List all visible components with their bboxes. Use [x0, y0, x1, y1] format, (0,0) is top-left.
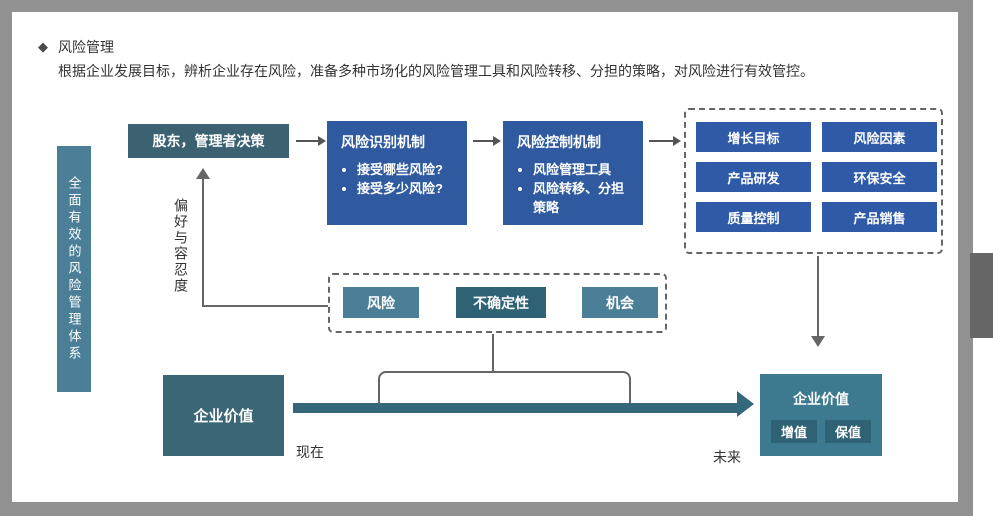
- risk-box: 风险: [343, 287, 419, 318]
- list-item: 风险转移、分担策略: [533, 179, 635, 217]
- down-arrow-head-icon: [811, 336, 825, 347]
- value-preserve-tag: 保值: [825, 420, 871, 443]
- business-areas-grid: 增长目标 风险因素 产品研发 环保安全 质量控制 产品销售: [696, 122, 941, 232]
- business-areas-panel: 增长目标 风险因素 产品研发 环保安全 质量控制 产品销售: [684, 108, 943, 254]
- preference-connector-line: [202, 305, 328, 307]
- enterprise-value-future-box: 企业价值 增值 保值: [760, 374, 882, 456]
- opportunity-box: 机会: [582, 287, 658, 318]
- framework-vertical-bar: 全面有效的风险管理体系: [57, 146, 91, 392]
- timeline-arrow-head-icon: [737, 391, 754, 417]
- business-area-box: 增长目标: [696, 122, 811, 152]
- up-arrow-head-icon: [196, 168, 210, 179]
- list-item: 接受哪些风险?: [357, 160, 459, 179]
- risk-control-title: 风险控制机制: [517, 134, 601, 150]
- flow-arrow-line: [296, 140, 318, 142]
- value-tags-row: 增值 保值: [760, 420, 882, 443]
- value-appreciate-tag: 增值: [771, 420, 817, 443]
- label-future: 未来: [713, 449, 741, 465]
- decision-box: 股东，管理者决策: [128, 124, 289, 158]
- enterprise-value-now-box: 企业价值: [163, 375, 284, 456]
- business-area-box: 质量控制: [696, 202, 811, 232]
- business-area-box: 产品销售: [822, 202, 937, 232]
- flow-arrow-line: [649, 140, 673, 142]
- risk-control-box: 风险控制机制 风险管理工具 风险转移、分担策略: [503, 121, 643, 225]
- risk-identify-list: 接受哪些风险? 接受多少风险?: [357, 160, 459, 198]
- risk-identify-box: 风险识别机制 接受哪些风险? 接受多少风险?: [327, 121, 467, 225]
- connector-bracket: [378, 371, 631, 404]
- list-item: 风险管理工具: [533, 160, 635, 179]
- page-title: 风险管理: [58, 39, 114, 55]
- uncertainty-connector-line: [492, 334, 494, 371]
- label-now: 现在: [296, 444, 324, 460]
- flow-arrow-head-icon: [673, 136, 681, 146]
- page-description: 根据企业发展目标，辨析企业存在风险，准备多种市场化的风险管理工具和风险转移、分担…: [58, 63, 814, 79]
- risk-identify-title: 风险识别机制: [341, 134, 425, 150]
- flow-arrow-line: [473, 140, 493, 142]
- scrollbar-thumb[interactable]: [970, 253, 993, 338]
- business-area-box: 环保安全: [822, 162, 937, 192]
- business-area-box: 产品研发: [696, 162, 811, 192]
- preference-tolerance-label: 偏好与容忍度: [173, 198, 189, 294]
- timeline-arrow-bar: [293, 403, 737, 413]
- up-arrow-line: [202, 179, 204, 307]
- uncertainty-panel: [328, 273, 667, 333]
- down-arrow-line: [817, 256, 819, 336]
- flow-arrow-head-icon: [493, 136, 501, 146]
- enterprise-value-future-title: 企业价值: [793, 391, 849, 407]
- diamond-bullet-icon: ◆: [38, 39, 48, 54]
- risk-control-list: 风险管理工具 风险转移、分担策略: [533, 160, 635, 217]
- flow-arrow-head-icon: [318, 136, 326, 146]
- uncertainty-box: 不确定性: [456, 287, 546, 318]
- business-area-box: 风险因素: [822, 122, 937, 152]
- list-item: 接受多少风险?: [357, 179, 459, 198]
